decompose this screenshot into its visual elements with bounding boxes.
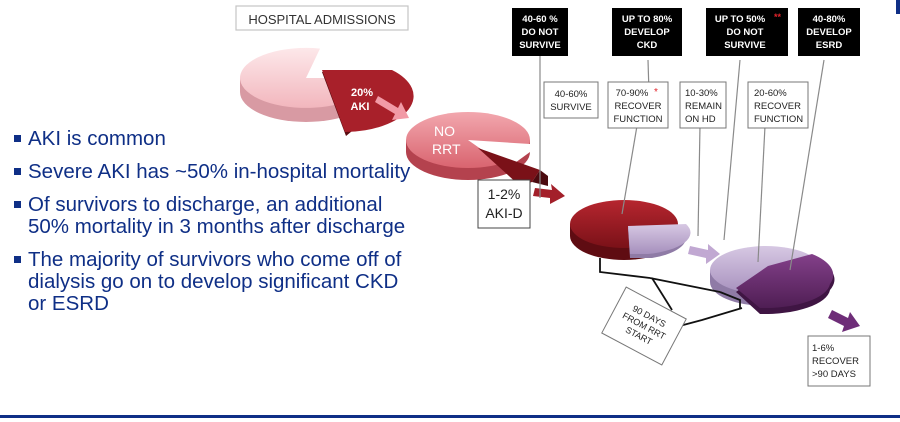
corner-mark (896, 0, 900, 14)
aki-d-box (477, 179, 531, 229)
title-box-text: HOSPITAL ADMISSIONS (248, 12, 396, 27)
top-box-1-line3: SURVIVE (519, 40, 561, 51)
mid-box-4: 20-60% RECOVER FUNCTION (747, 81, 809, 129)
title-box-frame (235, 5, 409, 31)
mid-box-2-line2: RECOVER (615, 101, 662, 112)
bullet-text: AKI is common (28, 127, 166, 150)
mid-box-1-line2: SURVIVE (550, 102, 592, 113)
pie-no-rrt-line1: NO (434, 123, 455, 139)
mid-box-3-line3: ON HD (685, 114, 716, 125)
mid-box-3-line1: 10-30% (685, 88, 718, 99)
mid-box-2: 70-90% * RECOVER FUNCTION (607, 81, 669, 129)
pie-aki-percent: 20% (351, 87, 373, 99)
rotated-90-days-box: 90 DAYS FROM RRT START (601, 286, 687, 366)
bracket-90-days (599, 258, 743, 329)
bullet-text: Of survivors to discharge, an additional… (28, 193, 406, 238)
pie-slice-aki: 20% AKI (322, 70, 414, 136)
bullet-list: AKI is common Severe AKI has ~50% in-hos… (14, 128, 414, 326)
mid-box-3-line2: REMAIN (685, 101, 722, 112)
aki-d-percent: 1-2% (488, 186, 521, 202)
top-box-2-line1: UP TO 80% (622, 14, 673, 25)
mid-box-1-line1: 40-60% (555, 89, 588, 100)
top-box-3-line3: SURVIVE (724, 40, 766, 51)
bullet-item: AKI is common (14, 128, 414, 150)
recover-box-line1: 1-6% (812, 343, 835, 354)
mid-box-4-line2: RECOVER (754, 101, 801, 112)
mid-box-2-line1: 70-90% (616, 88, 649, 99)
bullet-square-icon (14, 168, 21, 175)
bullet-square-icon (14, 256, 21, 263)
top-box-1: 40-60 % DO NOT SURVIVE (512, 8, 568, 56)
bullet-item: Of survivors to discharge, an additional… (14, 194, 414, 238)
bullet-square-icon (14, 135, 21, 142)
mid-box-4-line1: 20-60% (754, 88, 787, 99)
pie-aki-d (570, 200, 691, 260)
bullet-text: Severe AKI has ~50% in-hospital mortalit… (28, 160, 411, 183)
pie-no-rrt-line2: RRT (432, 141, 461, 157)
mid-box-1: 40-60% SURVIVE (543, 81, 599, 119)
top-box-4-line3: ESRD (816, 40, 843, 51)
top-box-3-marker: ** (774, 12, 782, 22)
top-box-2-line2: DEVELOP (624, 27, 670, 38)
arrow-pink (375, 96, 409, 120)
aki-d-label: AKI-D (485, 205, 522, 221)
arrow-red (533, 184, 565, 204)
top-box-4-line1: 40-80% (813, 14, 846, 25)
top-box-3-line1-text: UP TO 50% (715, 14, 766, 25)
top-box-1-line2: DO NOT (522, 27, 559, 38)
top-box-3-line1: UP TO 50% (715, 14, 766, 25)
top-box-1-line1: 40-60 % (522, 14, 558, 25)
bullet-text: The majority of survivors who come off o… (28, 248, 402, 315)
pie-no-rrt: NO RRT (406, 112, 548, 186)
recover-box-line3: >90 DAYS (812, 369, 856, 380)
mid-box-2-line3: FUNCTION (613, 114, 662, 125)
top-box-4: 40-80% DEVELOP ESRD (798, 8, 860, 56)
bottom-rule (0, 415, 900, 418)
pie-aki-label: AKI (351, 101, 370, 113)
top-box-4-line2: DEVELOP (806, 27, 852, 38)
pie-hd (710, 246, 835, 315)
mid-box-2-marker: * (654, 87, 658, 98)
mid-box-4-line3: FUNCTION (754, 114, 803, 125)
top-box-2-line3: CKD (637, 40, 658, 51)
recover-box-line2: RECOVER (812, 356, 859, 367)
mid-box-3: 10-30% REMAIN ON HD (679, 81, 727, 129)
top-box-2: UP TO 80% DEVELOP CKD (612, 8, 682, 56)
top-box-3-line2: DO NOT (727, 27, 764, 38)
bullet-square-icon (14, 201, 21, 208)
arrow-lavender (688, 244, 720, 264)
top-box-3: UP TO 50% ** DO NOT SURVIVE (706, 8, 788, 56)
recover-box: 1-6% RECOVER >90 DAYS (807, 335, 871, 387)
bullet-item: The majority of survivors who come off o… (14, 249, 414, 315)
bullet-item: Severe AKI has ~50% in-hospital mortalit… (14, 161, 414, 183)
arrow-purple (828, 310, 860, 332)
